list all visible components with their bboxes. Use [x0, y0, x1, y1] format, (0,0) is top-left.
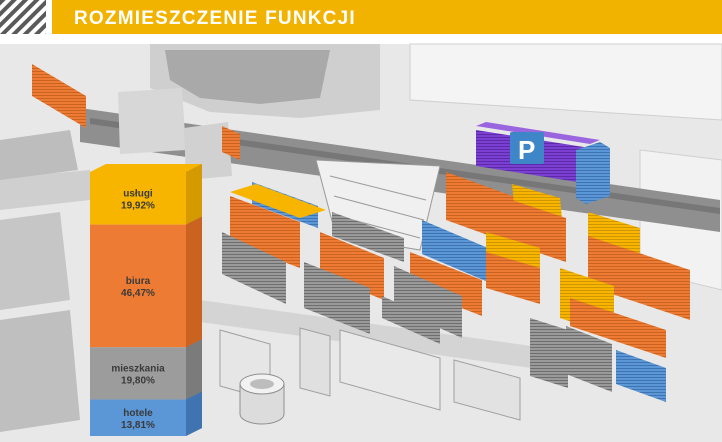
bar-label-name-0: usługi	[123, 188, 153, 199]
blue-tower-parking	[576, 142, 610, 204]
gray-building-1	[222, 232, 286, 304]
orange-building-3	[410, 252, 482, 316]
bar-segment-side-2	[186, 339, 202, 400]
white-building-1	[339, 329, 441, 411]
bg-building-left-3	[0, 310, 80, 432]
bg-building-left-4	[118, 88, 186, 154]
bar-segment-0	[90, 172, 186, 225]
parking-icon	[510, 132, 544, 164]
bg-building-left-2	[0, 212, 70, 310]
parking-label: P	[518, 135, 535, 165]
bar-label-name-2: mieszkania	[111, 363, 165, 374]
bar-label-value-3: 13,81%	[121, 420, 155, 431]
bar-segment-1	[90, 224, 186, 348]
round-tower	[239, 383, 285, 425]
site-map: P	[0, 43, 722, 442]
gray-building-3	[304, 262, 370, 334]
gray-building-2	[332, 212, 404, 262]
left-street	[0, 170, 90, 210]
bar-label-name-3: hotele	[123, 408, 153, 419]
orange-building-1	[230, 196, 300, 268]
gray-building-6	[530, 318, 568, 388]
gray-building-5	[382, 296, 440, 344]
header-bar	[52, 0, 722, 34]
blue-building-2	[422, 220, 488, 282]
orange-building-1-top	[230, 184, 326, 218]
gray-building-4	[394, 266, 462, 338]
hatched-corner	[0, 0, 46, 34]
orange-building-topleft	[32, 64, 86, 128]
bar-segment-3	[90, 399, 186, 436]
orange-building-5	[588, 236, 690, 320]
center-street	[200, 300, 560, 372]
blue-building-3	[616, 350, 666, 402]
bar-segment-2	[90, 347, 186, 400]
orange-building-4	[446, 172, 518, 246]
bar-segment-side-0	[186, 164, 202, 225]
top-right-block	[409, 43, 722, 121]
white-building-3	[299, 327, 331, 397]
orange-building-2	[320, 232, 384, 300]
plaza-trees	[165, 50, 330, 104]
bg-building-left-1	[0, 130, 78, 180]
bar-label-value-0: 19,92%	[121, 200, 155, 211]
roof-line-1	[329, 175, 427, 201]
orange-building-6	[570, 298, 666, 358]
white-building-4	[453, 359, 521, 421]
bar-segment-side-1	[186, 216, 202, 348]
roof-line-2	[333, 195, 425, 221]
header: ROZMIESZCZENIE FUNKCJI	[0, 0, 722, 34]
bar-top-face	[90, 164, 202, 172]
bar-label-value-1: 46,47%	[121, 288, 155, 299]
bar-segment-side-3	[186, 391, 202, 436]
orange-building-small	[222, 126, 240, 160]
bar-label-value-2: 19,80%	[121, 375, 155, 386]
bar-label-name-1: biura	[126, 276, 151, 287]
orange-tower-2	[486, 252, 540, 304]
round-tower-inner	[250, 379, 274, 389]
gray-building-7	[566, 326, 612, 392]
page-title: ROZMIESZCZENIE FUNKCJI	[74, 8, 356, 29]
